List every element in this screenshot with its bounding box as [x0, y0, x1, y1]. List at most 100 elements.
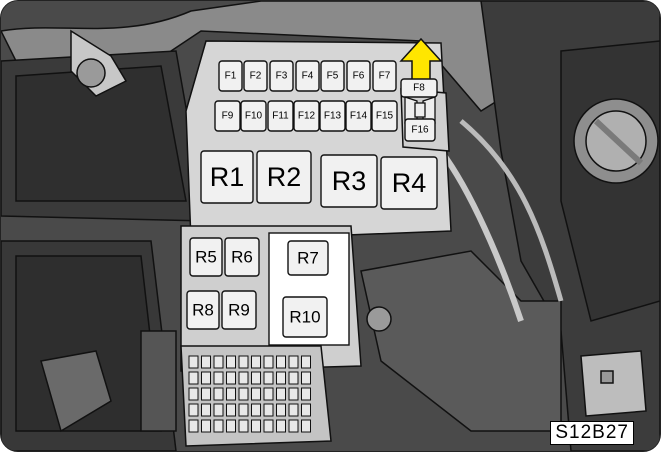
- minifuse-slot: [251, 419, 261, 433]
- minifuse-slot: [276, 355, 286, 369]
- minifuse-slot: [201, 387, 211, 401]
- fuse-f10: F10: [240, 100, 267, 132]
- minifuse-slot: [301, 371, 311, 385]
- minifuse-slot: [301, 387, 311, 401]
- relay-r1: R1: [200, 150, 254, 204]
- minifuse-slot: [213, 355, 224, 369]
- fuse-f15: F15: [371, 100, 398, 132]
- minifuse-slot: [226, 403, 236, 417]
- relay-r3: R3: [320, 154, 378, 208]
- minifuse-slot: [276, 403, 286, 417]
- fuse-f6: F6: [346, 60, 371, 92]
- figure-code: S12B27: [550, 421, 634, 445]
- fuse-f5-label: F5: [327, 71, 339, 82]
- minifuse-slot: [188, 403, 199, 417]
- relay-r4: R4: [380, 156, 438, 210]
- minifuse-slot: [238, 387, 249, 401]
- minifuse-slot: [288, 387, 299, 401]
- fuse-f9: F9: [214, 100, 241, 132]
- minifuse-slot: [263, 355, 274, 369]
- fuse-f11: F11: [267, 100, 294, 132]
- minifuse-slot: [213, 371, 224, 385]
- relay-r2: R2: [256, 150, 312, 204]
- minifuse-slot: [238, 403, 249, 417]
- minifuse-slot: [213, 419, 224, 433]
- fuse-f6-label: F6: [353, 71, 365, 82]
- minifuse-slot: [188, 355, 199, 369]
- fuse-f8-label: F8: [413, 83, 425, 94]
- fuse-f1: F1: [218, 60, 243, 92]
- relay-r8-label: R8: [192, 301, 214, 320]
- minifuse-slot: [226, 355, 236, 369]
- fuse-f3-label: F3: [276, 71, 288, 82]
- fuse-f11-label: F11: [272, 111, 289, 122]
- relay-r8: R8: [186, 290, 220, 330]
- relay-r6: R6: [224, 237, 260, 277]
- fuse-f13: F13: [319, 100, 346, 132]
- fuse-f13-label: F13: [324, 111, 342, 122]
- minifuse-slot: [288, 355, 299, 369]
- minifuse-slot: [226, 371, 236, 385]
- minifuse-slot: [276, 371, 286, 385]
- fuse-f10-label: F10: [245, 111, 263, 122]
- relay-r10-label: R10: [289, 308, 320, 327]
- minifuse-slot: [251, 403, 261, 417]
- minifuse-slot: [201, 419, 211, 433]
- fuse-f8: F8: [400, 78, 438, 98]
- minifuse-slot: [201, 403, 211, 417]
- minifuse-slot: [263, 371, 274, 385]
- minifuse-slot: [288, 371, 299, 385]
- minifuse-slot: [263, 403, 274, 417]
- fuse-f5: F5: [320, 60, 345, 92]
- fuse-f7: F7: [372, 60, 397, 92]
- relay-r2-label: R2: [267, 162, 302, 192]
- minifuse-slot: [276, 419, 286, 433]
- fuse-f2: F2: [243, 60, 268, 92]
- fuse-f2-label: F2: [250, 71, 262, 82]
- minifuse-slot: [238, 419, 249, 433]
- relay-r7-label: R7: [297, 249, 319, 268]
- minifuse-slot: [226, 419, 236, 433]
- minifuse-slot: [301, 403, 311, 417]
- fuse-f16: F16: [404, 118, 436, 142]
- fuse-f3: F3: [269, 60, 294, 92]
- fuse-f4-label: F4: [302, 71, 314, 82]
- relay-r3-label: R3: [332, 166, 367, 196]
- relay-r6-label: R6: [231, 248, 253, 267]
- minifuse-slot: [213, 387, 224, 401]
- minifuse-slot: [251, 371, 261, 385]
- fuse-f15-label: F15: [376, 111, 394, 122]
- minifuse-slot: [226, 387, 236, 401]
- fuse-f4: F4: [295, 60, 320, 92]
- fuse-f16-label: F16: [411, 125, 429, 136]
- fuse-f12-label: F12: [298, 111, 316, 122]
- minifuse-slot: [188, 387, 199, 401]
- relay-r7: R7: [287, 240, 329, 276]
- minifuse-slot: [213, 403, 224, 417]
- minifuse-slot: [276, 387, 286, 401]
- relay-r9-label: R9: [228, 301, 250, 320]
- relay-r5-label: R5: [195, 248, 217, 267]
- minifuse-slot: [263, 419, 274, 433]
- minifuse-slot: [251, 387, 261, 401]
- fuse-f14-label: F14: [350, 111, 368, 122]
- minifuse-slot: [288, 403, 299, 417]
- fuse-f7-label: F7: [379, 71, 391, 82]
- minifuse-slot: [238, 371, 249, 385]
- relay-r1-label: R1: [210, 162, 245, 192]
- relay-r9: R9: [221, 290, 257, 330]
- relay-r4-label: R4: [392, 168, 427, 198]
- relay-r5: R5: [189, 237, 223, 277]
- fuse-f9-label: F9: [222, 111, 234, 122]
- relay-r10: R10: [282, 296, 328, 338]
- fuse-f12: F12: [293, 100, 320, 132]
- fuse-f14: F14: [345, 100, 372, 132]
- minifuse-slot: [288, 419, 299, 433]
- minifuse-slot: [201, 355, 211, 369]
- minifuse-slot: [188, 419, 199, 433]
- lower-fuse-block: [188, 355, 311, 433]
- minifuse-slot: [301, 355, 311, 369]
